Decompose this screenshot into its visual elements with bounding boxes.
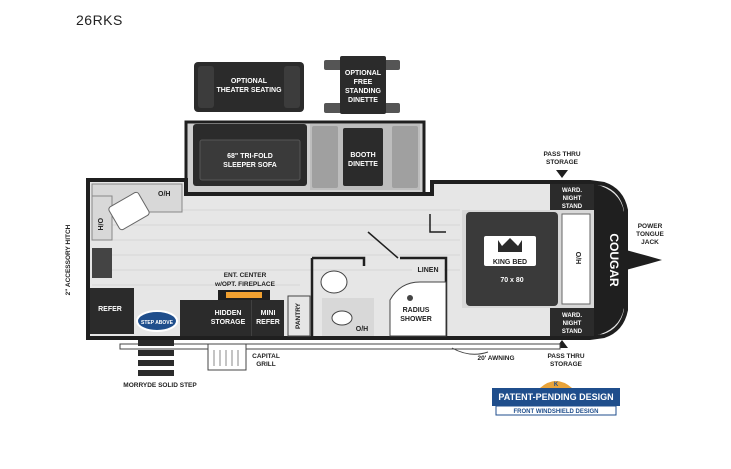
slide-out: 68" TRI-FOLD SLEEPER SOFA BOOTH DINETTE <box>184 120 426 196</box>
patent-logo-letter: K <box>554 382 559 388</box>
bedroom: KING BED 70 x 80 O/H WARD. NIGHT STAND W… <box>462 184 594 336</box>
model-title: 26RKS <box>76 12 123 28</box>
pass-bot-2: STORAGE <box>550 361 583 368</box>
oh-left-label: O/H <box>96 218 103 230</box>
theater-label-1: OPTIONAL <box>231 78 268 85</box>
hitch-label: 2" ACCESSORY HITCH <box>65 224 72 295</box>
ent-label-2: w/OPT. FIREPLACE <box>214 281 276 288</box>
shower-label-1: RADIUS <box>403 307 430 314</box>
ward-bot-1: WARD. <box>562 313 582 319</box>
booth-label-2: DINETTE <box>348 161 378 168</box>
mini-refer-2: REFER <box>256 319 280 326</box>
hidden-storage-2: STORAGE <box>211 319 246 326</box>
sofa-label-2: SLEEPER SOFA <box>223 162 277 169</box>
king-bed-label: KING BED <box>493 259 527 266</box>
bathroom: O/H LINEN RADIUS SHOWER <box>310 214 448 337</box>
bed-size-label: 70 x 80 <box>500 277 523 284</box>
hidden-storage-1: HIDDEN <box>215 310 242 317</box>
ward-bot-2: NIGHT <box>563 321 582 327</box>
morryde-label: MORRYDE SOLID STEP <box>123 382 197 389</box>
pass-bot-1: PASS THRU <box>547 353 584 360</box>
ward-top-3: STAND <box>562 204 583 210</box>
mini-refer-1: MINI <box>261 310 276 317</box>
sofa-label-1: 68" TRI-FOLD <box>227 153 273 160</box>
ent-label-1: ENT. CENTER <box>224 272 267 279</box>
oh-top-label: O/H <box>158 191 170 198</box>
jack-1: POWER <box>638 223 663 230</box>
brand-logo: COUGAR <box>607 233 621 287</box>
exterior-labels: PASS THRU STORAGE PASS THRU STORAGE POWE… <box>65 151 665 389</box>
awning-label: 20' AWNING <box>477 355 514 362</box>
jack-2: TONGUE <box>636 231 664 238</box>
linen-label: LINEN <box>418 267 439 274</box>
optional-dinette: OPTIONAL FREE STANDING DINETTE <box>324 56 400 114</box>
pantry-label: PANTRY <box>295 302 302 329</box>
grill-2: GRILL <box>256 361 276 368</box>
patent-line-1: PATENT-PENDING DESIGN <box>498 392 613 402</box>
ward-bot-3: STAND <box>562 329 583 335</box>
dinette-opt-label-4: DINETTE <box>348 97 378 104</box>
ward-top-2: NIGHT <box>563 196 582 202</box>
crown-icon <box>498 238 522 252</box>
rear-kitchen: O/H O/H REFER STEP ABOVE <box>90 183 183 334</box>
pass-top-1: PASS THRU <box>543 151 580 158</box>
step-badge: STEP ABOVE <box>141 320 174 326</box>
shower-label-2: SHOWER <box>400 316 432 323</box>
optional-theater-seating: OPTIONAL THEATER SEATING <box>194 62 304 112</box>
patent-line-2: FRONT WINDSHIELD DESIGN <box>514 409 599 415</box>
booth-label-1: BOOTH <box>350 152 375 159</box>
hitch <box>626 250 662 270</box>
jack-3: JACK <box>641 239 659 246</box>
pass-top-2: STORAGE <box>546 159 579 166</box>
oh-bed-label: O/H <box>574 252 581 264</box>
ward-top-1: WARD. <box>562 188 582 194</box>
dinette-opt-label-2: FREE <box>354 79 373 86</box>
grill-1: CAPITAL <box>252 353 280 360</box>
theater-label-2: THEATER SEATING <box>216 87 282 94</box>
patent-badge: K PATENT-PENDING DESIGN FRONT WINDSHIELD… <box>492 381 620 416</box>
dinette-opt-label-3: STANDING <box>345 88 382 95</box>
refer-label: REFER <box>98 306 122 313</box>
oh-bath-label: O/H <box>356 326 368 333</box>
ent-center: ENT. CENTER w/OPT. FIREPLACE HIDDEN STOR… <box>180 272 311 337</box>
dinette-opt-label-1: OPTIONAL <box>345 70 382 77</box>
